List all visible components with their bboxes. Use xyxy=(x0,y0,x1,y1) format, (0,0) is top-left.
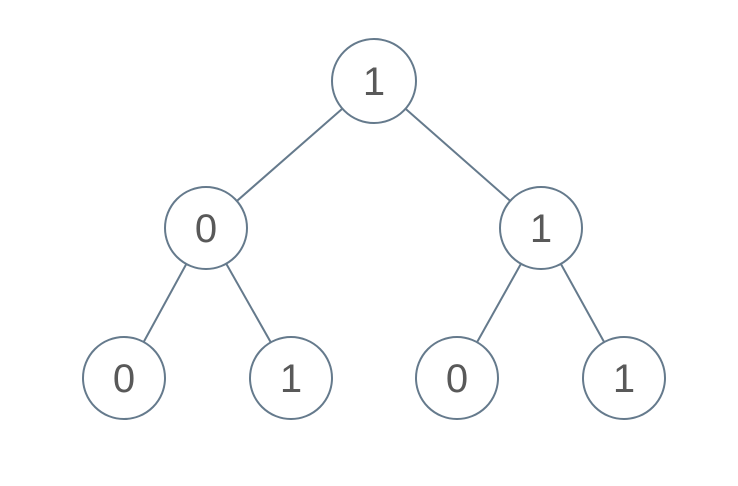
tree-node-left-right: 1 xyxy=(249,336,333,420)
tree-node-circle-left-left xyxy=(82,336,166,420)
tree-node-circle-left xyxy=(164,186,248,270)
tree-node-circle-left-right xyxy=(249,336,333,420)
tree-node-circle-right-left xyxy=(415,336,499,420)
tree-node-root: 1 xyxy=(331,38,417,124)
tree-node-label-left: 0 xyxy=(195,207,217,251)
tree-node-label-left-right: 1 xyxy=(280,357,302,401)
tree-node-right-left: 0 xyxy=(415,336,499,420)
tree-node-circle-right-right xyxy=(582,336,666,420)
tree-node-left-left: 0 xyxy=(82,336,166,420)
tree-node-right: 1 xyxy=(499,186,583,270)
tree-node-label-right: 1 xyxy=(530,207,552,251)
tree-node-label-root: 1 xyxy=(363,60,385,104)
tree-node-label-left-left: 0 xyxy=(113,357,135,401)
tree-node-circle-root xyxy=(331,38,417,124)
tree-node-right-right: 1 xyxy=(582,336,666,420)
tree-node-label-right-left: 0 xyxy=(446,357,468,401)
tree-node-left: 0 xyxy=(164,186,248,270)
tree-node-circle-right xyxy=(499,186,583,270)
tree-node-label-right-right: 1 xyxy=(613,357,635,401)
